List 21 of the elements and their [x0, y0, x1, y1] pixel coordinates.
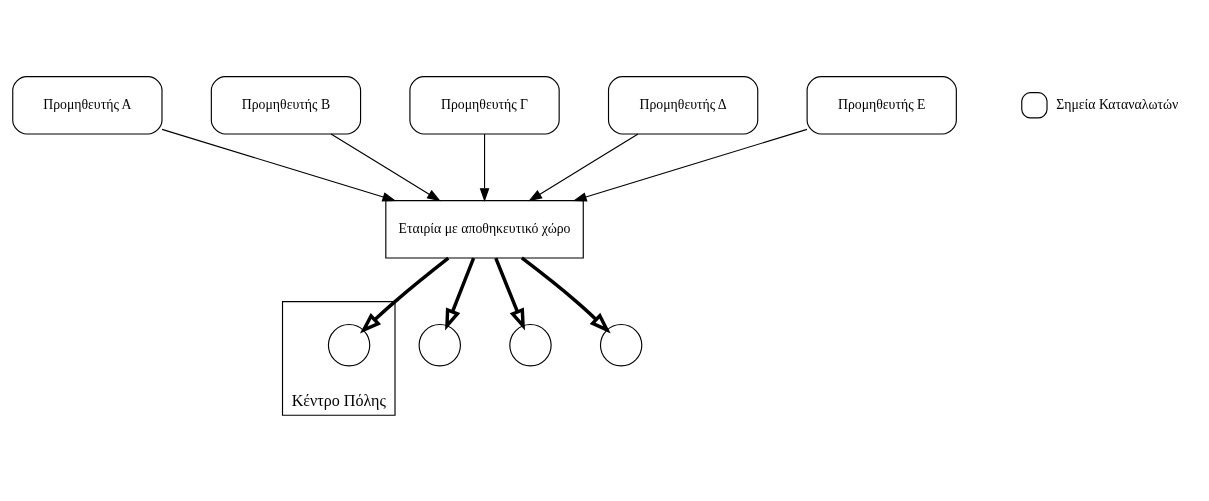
node-box: Προμηθευτής Δ — [607, 76, 759, 135]
node-circle — [599, 323, 643, 367]
cluster: Κέντρο Πόλης — [281, 301, 396, 416]
node-circle — [327, 323, 371, 367]
arrow — [445, 257, 476, 331]
arrow — [520, 256, 611, 334]
arrow — [330, 133, 441, 202]
arrow — [161, 128, 397, 202]
arrow — [359, 256, 450, 334]
arrow — [494, 257, 526, 331]
arrow — [572, 128, 808, 202]
node-box: Προμηθευτής Α — [12, 76, 163, 135]
node-box: Προμηθευτής Β — [210, 76, 362, 135]
node-circle — [418, 323, 461, 367]
node-box: Εταιρία με αποθηκευτικό χώρο — [385, 200, 584, 259]
arrow — [528, 133, 639, 202]
node-box: Προμηθευτής Ε — [806, 76, 957, 135]
node-circle — [509, 323, 552, 367]
node-box: Προμηθευτής Γ — [409, 76, 560, 135]
legend-label: Σημεία Καταναλωτών — [1056, 96, 1179, 112]
arrow — [479, 133, 490, 202]
